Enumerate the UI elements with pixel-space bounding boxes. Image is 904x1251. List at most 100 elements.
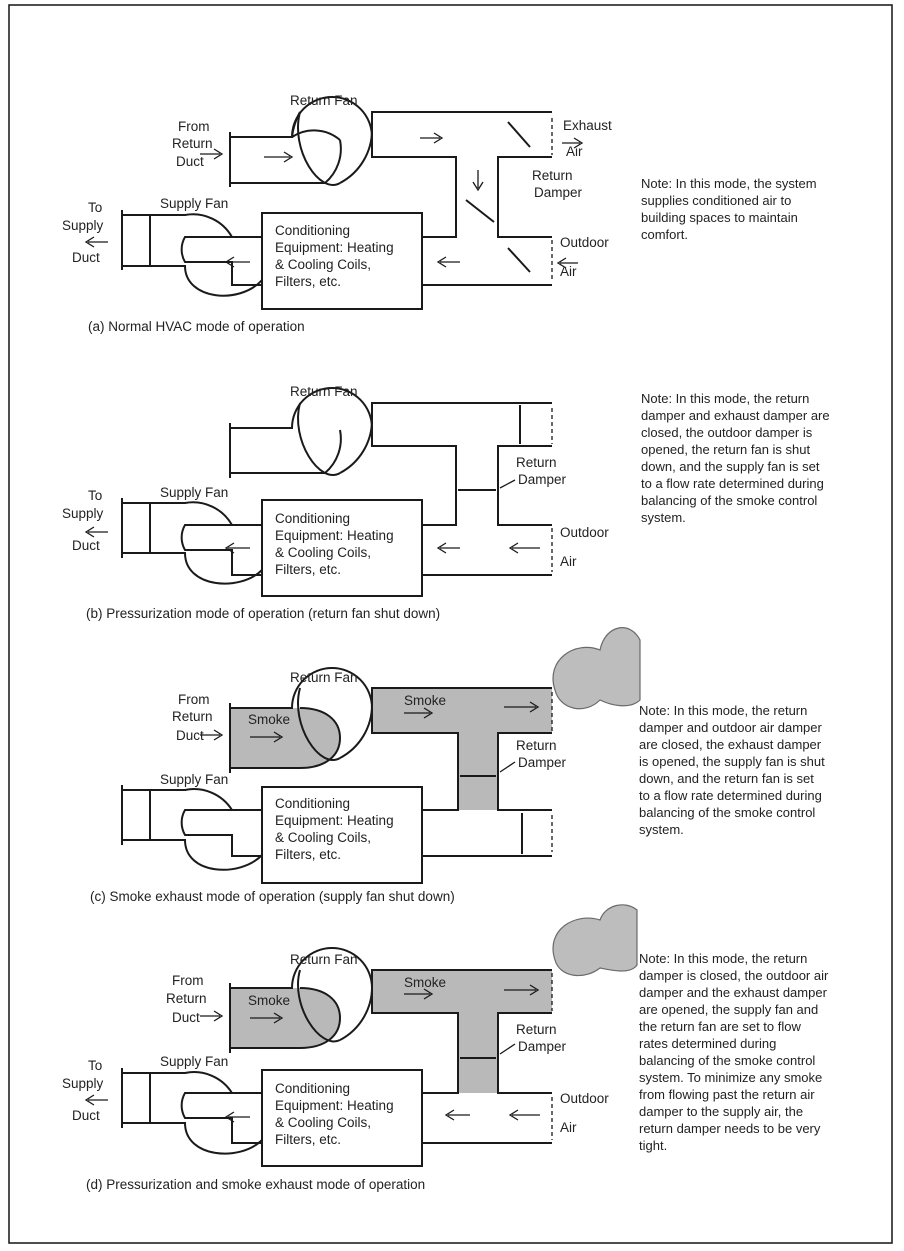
flow-arrow: [436, 542, 460, 554]
return-fan-label: Return Fan: [290, 93, 358, 108]
svg-text:system. To minimize any smoke: system. To minimize any smoke: [639, 1070, 822, 1085]
svg-text:rates determined during: rates determined during: [639, 1036, 776, 1051]
from-label: From: [178, 692, 210, 707]
return-duct-top: [230, 667, 552, 709]
svg-text:Note: In this mode, the return: Note: In this mode, the return: [639, 703, 807, 718]
flow-arrow: [224, 1111, 250, 1123]
conditioning-equipment-box: [261, 786, 423, 884]
duct-label: Duct: [176, 154, 204, 169]
return-fan-inner: [230, 707, 342, 769]
return-label: Return: [172, 136, 213, 151]
return-fan-label: Return Fan: [290, 952, 358, 967]
panel-pressurization-mode: Return Fan Return Damper Outdoor Air To …: [62, 384, 830, 621]
caption-d: (d) Pressurization and smoke exhaust mod…: [86, 1177, 425, 1192]
return-fan-blade: [291, 129, 341, 141]
svg-text:tight.: tight.: [639, 1138, 667, 1153]
outdoor-damper: [507, 247, 531, 273]
smoke-fill-exhaust-duct: [372, 970, 552, 1093]
flow-arrow: [84, 526, 108, 538]
duct-label: Duct: [172, 1010, 200, 1025]
to-label: To: [88, 488, 102, 503]
supply-fan-label: Supply Fan: [160, 772, 228, 787]
return-damper-pointer: [499, 479, 516, 489]
return-fan-outer: [297, 969, 341, 1043]
note-a: Note: In this mode, the system supplies …: [641, 176, 817, 242]
equip-line-4: Filters, etc.: [275, 274, 341, 289]
flow-arrow: [556, 257, 578, 269]
return-label: Return: [166, 991, 207, 1006]
return-fan-label: Return Fan: [290, 670, 358, 685]
return-fan-scroll: [339, 704, 459, 811]
return-damper-label-2: Damper: [518, 755, 567, 770]
note-d: Note: In this mode, the return damper is…: [639, 951, 829, 1153]
conditioning-equipment-box: [261, 212, 423, 310]
caption-c: (c) Smoke exhaust mode of operation (sup…: [90, 889, 455, 904]
return-fan-scroll: [339, 129, 457, 238]
equip-line-2: Equipment: Heating: [275, 240, 394, 255]
supply-fan-label: Supply Fan: [160, 196, 228, 211]
return-damper-label-1: Return: [516, 738, 557, 753]
air-label: Air: [566, 144, 583, 159]
smoke-label: Smoke: [248, 712, 290, 727]
svg-text:from flowing past the return a: from flowing past the return air: [639, 1087, 815, 1102]
svg-text:balancing of the smoke control: balancing of the smoke control: [639, 805, 815, 820]
flow-arrow: [508, 1109, 540, 1121]
svg-text:building spaces to maintain: building spaces to maintain: [641, 210, 798, 225]
flow-arrow: [504, 701, 540, 713]
exhaust-damper: [507, 121, 531, 148]
supply-fan-inner: [180, 1092, 262, 1144]
svg-text:damper and the exhaust damper: damper and the exhaust damper: [639, 985, 828, 1000]
svg-text:balancing of the smoke control: balancing of the smoke control: [641, 493, 817, 508]
supply-fan-scroll: [149, 503, 263, 585]
flow-arrow: [504, 984, 540, 996]
supply-fan-inner: [180, 236, 262, 286]
equip-line-1: Conditioning: [275, 1081, 350, 1096]
damper-chamber: [497, 732, 552, 811]
return-damper-label-2: Damper: [534, 185, 583, 200]
supply-fan-scroll: [149, 790, 263, 871]
return-duct-top: [230, 947, 552, 989]
supply-fan-label: Supply Fan: [160, 485, 228, 500]
flow-arrow: [404, 988, 434, 1000]
return-damper-pointer: [499, 761, 516, 773]
flow-arrow: [224, 542, 250, 554]
flow-arrow: [444, 1109, 470, 1121]
flow-arrow: [84, 1094, 108, 1106]
svg-text:to a flow rate determined duri: to a flow rate determined during: [641, 476, 824, 491]
equip-line-4: Filters, etc.: [275, 847, 341, 862]
flow-arrow: [472, 170, 484, 192]
smoke-label: Smoke: [248, 993, 290, 1008]
return-fan-scroll: [339, 419, 457, 526]
caption-b: (b) Pressurization mode of operation (re…: [86, 606, 440, 621]
return-damper-pointer: [499, 1043, 516, 1055]
from-label: From: [172, 973, 204, 988]
equip-line-1: Conditioning: [275, 796, 350, 811]
return-damper-label-1: Return: [516, 1022, 557, 1037]
duct-label: Duct: [72, 538, 100, 553]
flow-arrow: [250, 731, 284, 743]
supply-fan-inner: [180, 524, 262, 576]
equip-line-3: & Cooling Coils,: [275, 257, 371, 272]
equip-line-2: Equipment: Heating: [275, 1098, 394, 1113]
supply-duct-top: [122, 1071, 262, 1094]
return-fan-scroll: [339, 984, 459, 1094]
outdoor-label: Outdoor: [560, 525, 609, 540]
svg-text:system.: system.: [639, 822, 684, 837]
conditioning-equipment-box: [261, 499, 423, 597]
svg-text:return damper needs to be very: return damper needs to be very: [639, 1121, 821, 1136]
smoke-label: Smoke: [404, 693, 446, 708]
equip-line-3: & Cooling Coils,: [275, 1115, 371, 1130]
svg-text:the return fan are set to flow: the return fan are set to flow: [639, 1019, 801, 1034]
smoke-cloud: [552, 627, 641, 710]
svg-text:down, and the supply fan is se: down, and the supply fan is set: [641, 459, 820, 474]
return-duct-bottom: [230, 429, 342, 474]
supply-fan-scroll: [149, 215, 263, 297]
svg-text:is opened, the supply fan is s: is opened, the supply fan is shut: [639, 754, 825, 769]
flow-arrow: [200, 729, 224, 741]
outdoor-label: Outdoor: [560, 235, 609, 250]
supply-duct-top: [122, 501, 262, 526]
supply-label: Supply: [62, 1076, 104, 1091]
equip-line-3: & Cooling Coils,: [275, 830, 371, 845]
flow-arrow: [420, 132, 444, 144]
air-label: Air: [560, 1120, 577, 1135]
